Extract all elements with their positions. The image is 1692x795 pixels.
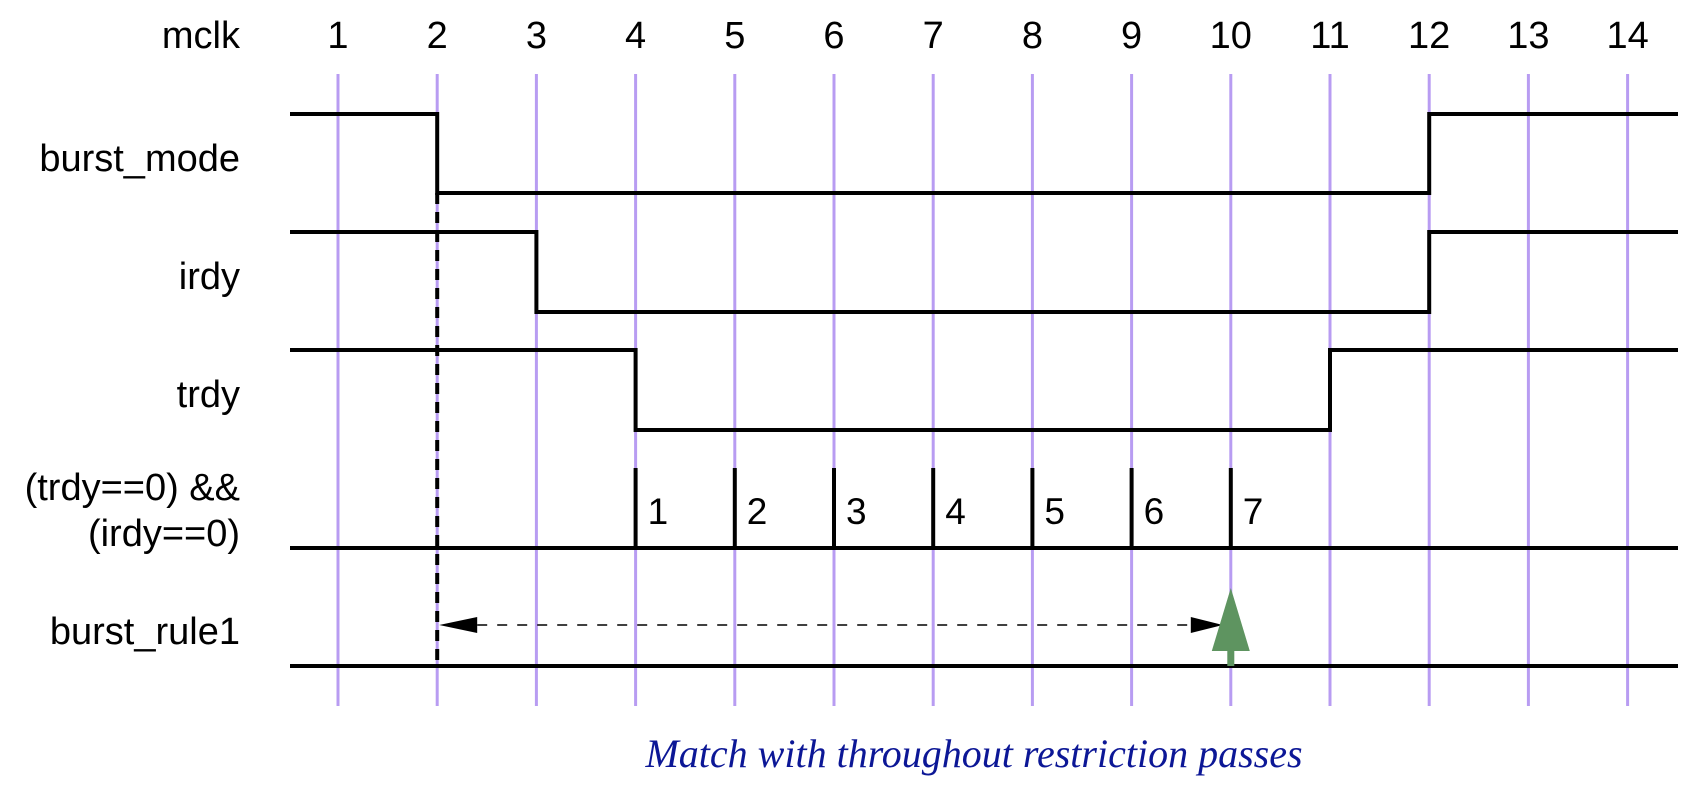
clock-cycle-number: 14 [1606, 15, 1648, 57]
signal-waveforms [290, 112, 1678, 432]
clock-cycle-number: 5 [724, 15, 745, 57]
assertion-span-arrow-right [1190, 617, 1223, 633]
assertion-label: burst_rule1 [50, 611, 240, 653]
assertion-span-arrow-left [439, 617, 478, 633]
clock-cycle-number: 8 [1022, 15, 1043, 57]
assertion-waveform [290, 193, 1678, 668]
clock-cycle-number: 9 [1121, 15, 1142, 57]
clock-cycle-number: 11 [1310, 15, 1349, 57]
signal-label-irdy: irdy [179, 256, 240, 298]
condition-label-line1: (trdy==0) && [25, 467, 240, 509]
assertion-pass-arrow [1211, 588, 1250, 651]
clock-cycle-number: 6 [823, 15, 844, 57]
condition-pulse-count: 1 [648, 491, 669, 532]
clock-label: mclk [162, 15, 241, 57]
clock-cycle-number: 2 [427, 15, 448, 57]
condition-pulse-count: 7 [1243, 491, 1264, 532]
clock-cycle-number: 10 [1210, 15, 1252, 57]
clock-cycle-number: 1 [327, 15, 348, 57]
signal-waveform-irdy [290, 230, 1678, 314]
clock-cycle-number: 4 [625, 15, 646, 57]
signal-label-burst-mode: burst_mode [39, 138, 240, 180]
clock-cycle-number: 12 [1408, 15, 1450, 57]
condition-pulse-count: 3 [846, 491, 867, 532]
condition-pulse-count: 4 [945, 491, 966, 532]
condition-pulse-count: 5 [1044, 491, 1065, 532]
signal-label-trdy: trdy [177, 374, 240, 416]
clock-cycle-number: 7 [923, 15, 944, 57]
diagram-caption: Match with throughout restriction passes [644, 731, 1302, 776]
clock-cycle-number: 13 [1507, 15, 1549, 57]
assertion-pass-stem [1227, 648, 1235, 666]
condition-waveform: 1 2 3 4 5 6 7 [290, 468, 1678, 550]
clock-cycle-number: 3 [526, 15, 547, 57]
clock-gridlines [336, 74, 1630, 706]
signal-waveform-burst-mode [290, 112, 1678, 195]
condition-pulse-count: 2 [747, 491, 768, 532]
condition-pulse-count: 6 [1144, 491, 1165, 532]
signal-waveform-trdy [290, 348, 1678, 432]
condition-label-line2: (irdy==0) [88, 513, 240, 555]
